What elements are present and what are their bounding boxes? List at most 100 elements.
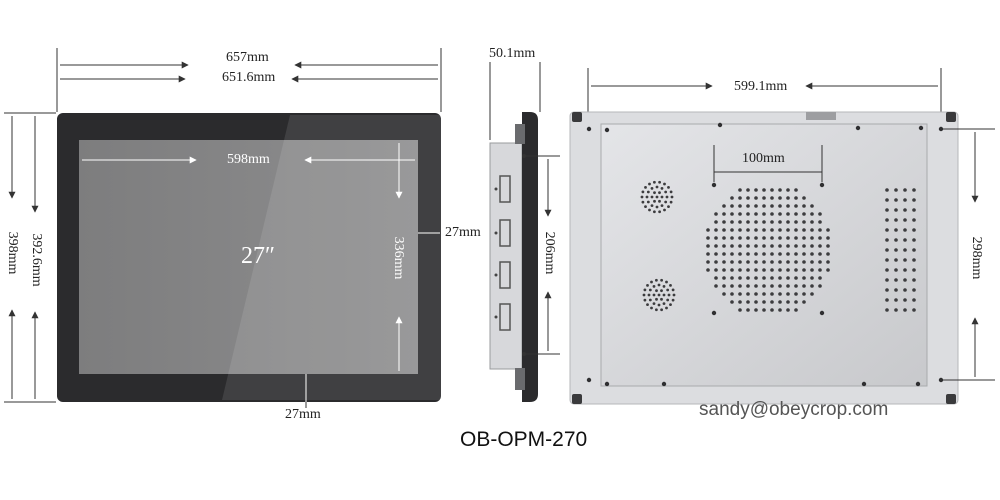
vent-hole [786, 252, 790, 256]
vent-hole [786, 204, 790, 208]
screw [915, 381, 921, 387]
vent-hole [786, 188, 790, 192]
vent-hole [738, 236, 742, 240]
vent-hole [722, 252, 726, 256]
vent-hole [912, 208, 916, 212]
vent-hole [730, 300, 734, 304]
corner-tab [946, 394, 956, 404]
vent-hole [722, 212, 726, 216]
vent-hole [794, 220, 798, 224]
vent-hole [786, 260, 790, 264]
vent-hole [762, 292, 766, 296]
speaker-hole [655, 297, 658, 301]
vent-hole [738, 260, 742, 264]
side-bracket-bottom [515, 368, 525, 390]
side-chassis [489, 142, 523, 370]
vent-hole [738, 196, 742, 200]
vent-hole [786, 300, 790, 304]
vent-hole [746, 196, 750, 200]
dim-label-side-mount: 206mm [542, 231, 557, 275]
speaker-hole [652, 293, 656, 297]
speaker-hole [665, 195, 669, 199]
vent-hole [894, 248, 898, 252]
speaker-hole [660, 297, 663, 301]
vent-hole [754, 212, 758, 216]
model-name: OB-OPM-270 [460, 428, 588, 451]
speaker-hole [650, 195, 654, 199]
vent-hole [818, 236, 822, 240]
vent-hole [754, 196, 758, 200]
vent-hole [802, 196, 806, 200]
vent-hole [754, 268, 758, 272]
vent-hole [746, 204, 750, 208]
screw [522, 352, 526, 356]
vent-hole [885, 308, 889, 312]
speaker-hole [650, 186, 654, 190]
vent-hole [706, 268, 710, 272]
screw [494, 187, 498, 191]
side-bracket-top [515, 124, 525, 144]
vent-hole [738, 308, 742, 312]
vent-hole [894, 258, 898, 262]
speaker-hole [669, 200, 673, 204]
speaker-hole [660, 308, 664, 312]
vent-hole [786, 220, 790, 224]
vent-hole [746, 188, 750, 192]
vent-hole [746, 252, 750, 256]
vent-hole [762, 268, 766, 272]
vent-hole [794, 308, 798, 312]
vent-hole [762, 188, 766, 192]
vent-hole [738, 228, 742, 232]
speaker-hole [663, 182, 666, 186]
screw [661, 381, 667, 387]
vent-hole [762, 252, 766, 256]
vent-hole [770, 252, 774, 256]
vent-hole [770, 228, 774, 232]
dim-label-screen-height: 336mm [391, 236, 406, 280]
vent-hole [778, 284, 782, 288]
speaker-hole [652, 284, 656, 288]
vent-hole [818, 252, 822, 256]
vent-hole [818, 244, 822, 248]
dim-label-back-width: 599.1mm [734, 79, 788, 94]
speaker-hole [657, 283, 661, 287]
screw [711, 182, 717, 188]
vent-hole [746, 292, 750, 296]
speaker-hole [641, 190, 645, 194]
back-holes [586, 122, 944, 387]
vent-hole [778, 268, 782, 272]
vent-hole [885, 248, 889, 252]
vent-hole [722, 292, 726, 296]
vent-hole [778, 260, 782, 264]
contact-email: sandy@obeycrop.com [699, 399, 889, 420]
screw [522, 154, 526, 158]
vent-hole [794, 252, 798, 256]
vent-hole [762, 276, 766, 280]
vent-hole [912, 228, 916, 232]
speaker-hole [664, 190, 668, 194]
dim-label-vesa: 100mm [742, 151, 785, 166]
vent-hole [754, 228, 758, 232]
vent-hole [903, 268, 907, 272]
vent-hole [894, 278, 898, 282]
speaker-hole [654, 278, 658, 282]
vent-hole [786, 196, 790, 200]
vent-hole [894, 288, 898, 292]
vent-hole [903, 288, 907, 292]
vent-hole [746, 276, 750, 280]
speaker-hole [655, 205, 659, 209]
vent-hole [722, 284, 726, 288]
speaker-hole [666, 288, 670, 292]
vent-hole [746, 260, 750, 264]
vent-hole [746, 220, 750, 224]
vent-hole [810, 292, 814, 296]
vent-hole [894, 228, 898, 232]
vent-hole [912, 258, 916, 262]
speaker-hole [643, 298, 647, 302]
vent-hole [770, 196, 774, 200]
vent-hole [770, 188, 774, 192]
speaker-hole [647, 293, 651, 297]
speaker-hole [643, 288, 647, 292]
dim-label-bezel-side: 27mm [445, 225, 481, 240]
side-ports [494, 154, 526, 356]
